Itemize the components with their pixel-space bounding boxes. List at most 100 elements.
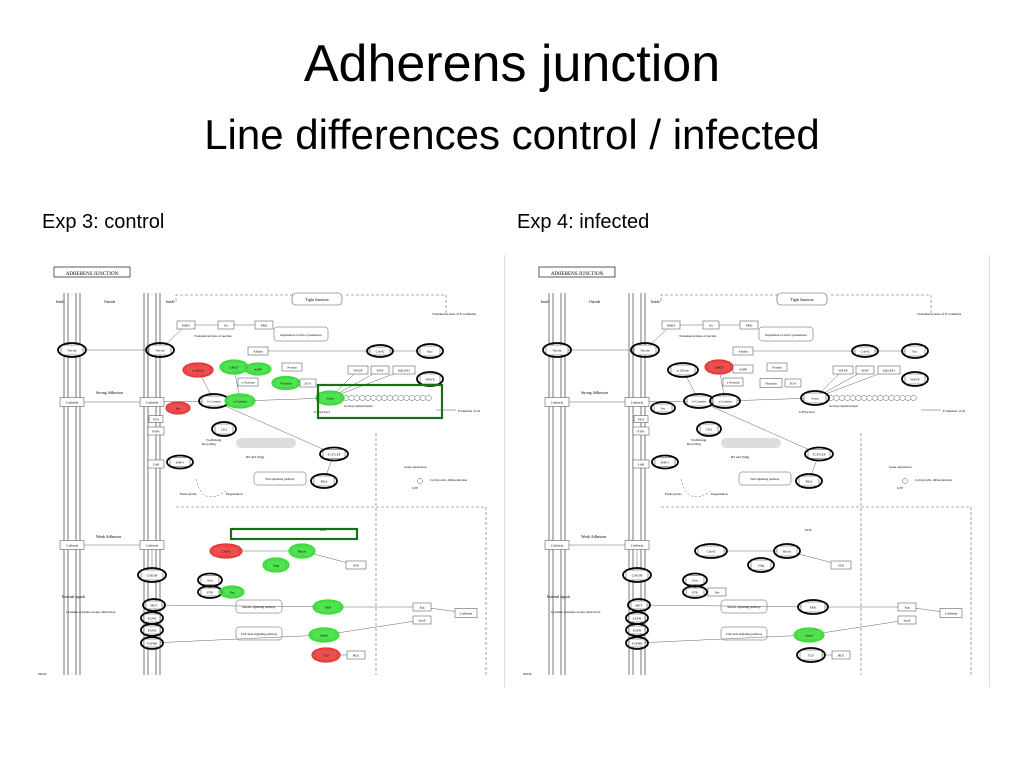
gene-node-rac[interactable]: Rac xyxy=(416,343,444,359)
gene-node-pka[interactable]: PKA xyxy=(310,473,338,489)
gene-node-waf[interactable]: WAF xyxy=(370,365,390,375)
gene-node-lmo7[interactable]: LMO7 xyxy=(219,359,249,375)
gene-node-shp1[interactable]: SHP-1 xyxy=(166,454,194,470)
gene-node-vinculin[interactable]: Vinculin xyxy=(759,378,783,388)
gene-node-lmo7[interactable]: LMO7 xyxy=(704,359,734,375)
gene-node-p120ctn[interactable]: p120ctn xyxy=(182,362,214,378)
gene-node-slug[interactable]: Slug xyxy=(262,557,290,573)
gene-node-zo1[interactable]: ZO-1 xyxy=(299,378,317,388)
gene-node-erk[interactable]: ERK xyxy=(312,599,344,615)
gene-node-cadherin5[interactable]: Cadherin xyxy=(454,608,478,618)
gene-node-cdc42[interactable]: Cdc42 xyxy=(366,344,394,358)
gene-node-cadherin3[interactable]: Cadherin xyxy=(59,540,85,550)
gene-node-pka[interactable]: PKA xyxy=(795,473,823,489)
gene-node-afadin[interactable]: Afadin xyxy=(732,346,754,356)
gene-node-nectin2[interactable]: Nectin xyxy=(630,342,660,358)
gene-node-rhoa[interactable]: RhoA xyxy=(773,543,801,559)
gene-node-actin[interactable]: Actin xyxy=(315,390,345,406)
gene-node-yes[interactable]: YES xyxy=(148,415,164,423)
gene-node-par3[interactable]: PAR3 xyxy=(661,320,681,330)
gene-node-fyn[interactable]: Fyn xyxy=(682,572,708,588)
gene-node-pro[interactable]: PRO xyxy=(254,320,274,330)
gene-node-src[interactable]: Src xyxy=(217,320,235,330)
gene-node-tgfbr[interactable]: TGFBR xyxy=(625,636,649,650)
gene-node-wasp[interactable]: WASP xyxy=(347,365,369,375)
gene-node-ptprs[interactable]: PTPs xyxy=(632,426,650,436)
gene-node-cadherin2[interactable]: Cadherin xyxy=(624,397,650,407)
gene-node-adip[interactable]: ADIP xyxy=(244,362,272,376)
gene-node-met[interactable]: MET xyxy=(142,598,166,612)
gene-node-wave[interactable]: WAVE xyxy=(901,371,929,387)
gene-node-fer[interactable]: Fer xyxy=(165,401,191,415)
gene-node-cadherin1[interactable]: Cadherin xyxy=(544,397,570,407)
gene-node-nle[interactable]: HLE xyxy=(346,650,366,660)
gene-node-actin[interactable]: Actin xyxy=(800,390,830,406)
gene-node-nectin1[interactable]: Nectin xyxy=(57,342,87,358)
gene-node-a-actinin[interactable]: a-Actinin xyxy=(237,377,259,387)
gene-node-snail[interactable]: Snail xyxy=(412,615,432,625)
gene-node-tcf2[interactable]: TCF xyxy=(311,647,341,663)
gene-node-met[interactable]: MET xyxy=(627,598,651,612)
gene-node-ck2[interactable]: CK2 xyxy=(211,421,237,437)
gene-node-ptprs[interactable]: PTPs xyxy=(147,426,165,436)
gene-node-wave[interactable]: WAVE xyxy=(416,371,444,387)
gene-node-gsk[interactable]: GSK3B xyxy=(137,567,167,583)
gene-node-a-actinin[interactable]: a-Actinin xyxy=(722,377,744,387)
gene-node-erg[interactable]: Erg xyxy=(412,602,432,612)
gene-node-tcf[interactable]: TCF/LEF xyxy=(319,446,349,462)
gene-node-ponsin[interactable]: Ponsin xyxy=(281,362,303,372)
gene-node-smad[interactable]: Smad xyxy=(793,627,825,643)
gene-node-nectin1[interactable]: Nectin xyxy=(542,342,572,358)
gene-node-egfr[interactable]: EGFR xyxy=(140,611,164,625)
gene-node-gsk[interactable]: GSK3B xyxy=(622,567,652,583)
gene-node-rac[interactable]: Rac xyxy=(901,343,929,359)
gene-node-nle[interactable]: HLE xyxy=(831,650,851,660)
gene-node-ccgl[interactable]: Cdc42 xyxy=(209,543,243,559)
gene-node-slug[interactable]: Slug xyxy=(747,557,775,573)
gene-node-shp1[interactable]: SHP-1 xyxy=(651,454,679,470)
gene-node-afadin[interactable]: Afadin xyxy=(247,346,269,356)
gene-node-a-catenin[interactable]: a-Catenin xyxy=(709,393,741,409)
gene-node-cadherin3[interactable]: Cadherin xyxy=(544,540,570,550)
gene-node-ck2[interactable]: CK2 xyxy=(696,421,722,437)
gene-node-wasp[interactable]: WASP xyxy=(832,365,854,375)
gene-node-adip[interactable]: ADIP xyxy=(732,364,754,374)
gene-node-ssx[interactable]: SSX xyxy=(345,560,367,570)
gene-node-fgfr[interactable]: FGFR xyxy=(625,623,649,637)
gene-node-src[interactable]: Src xyxy=(702,320,720,330)
gene-node-fyn[interactable]: Fyn xyxy=(197,572,223,588)
gene-node-egfr[interactable]: EGFR xyxy=(625,611,649,625)
gene-node-erk[interactable]: ERK xyxy=(797,599,829,615)
gene-node-ponsin[interactable]: Ponsin xyxy=(766,362,788,372)
gene-node-cadherin1[interactable]: Cadherin xyxy=(59,397,85,407)
gene-node-cadherin4[interactable]: Cadherin xyxy=(624,540,650,550)
gene-node-yes2[interactable]: Yes xyxy=(707,587,727,597)
gene-node-iqgap1[interactable]: IQGAP1 xyxy=(877,365,901,375)
gene-node-nectin2[interactable]: Nectin xyxy=(145,342,175,358)
gene-node-cdc42[interactable]: Cdc42 xyxy=(851,344,879,358)
gene-node-ccgl[interactable]: Cdc42 xyxy=(694,543,728,559)
gene-node-ptp[interactable]: PTP xyxy=(197,585,223,599)
gene-node-erg[interactable]: Erg xyxy=(897,602,917,612)
gene-node-par3[interactable]: PAR3 xyxy=(176,320,196,330)
gene-node-cadherin2[interactable]: Cadherin xyxy=(139,397,165,407)
gene-node-tgfbr[interactable]: TGFBR xyxy=(140,636,164,650)
gene-node-cadherin5[interactable]: Cadherin xyxy=(939,608,963,618)
gene-node-tcf2[interactable]: TCF xyxy=(796,647,826,663)
gene-node-a-catenin[interactable]: a-Catenin xyxy=(224,393,256,409)
gene-node-rhoa[interactable]: RhoA xyxy=(288,543,316,559)
gene-node-yes[interactable]: YES xyxy=(633,415,649,423)
gene-node-p120ctn[interactable]: p120ctn xyxy=(667,362,699,378)
gene-node-yes2[interactable]: Yes xyxy=(219,585,245,599)
gene-node-smad[interactable]: Smad xyxy=(308,627,340,643)
gene-node-lar[interactable]: LAR xyxy=(632,459,650,469)
gene-node-cadherin4[interactable]: Cadherin xyxy=(139,540,165,550)
gene-node-ssx[interactable]: SSX xyxy=(830,560,852,570)
gene-node-waf[interactable]: WAF xyxy=(855,365,875,375)
gene-node-ptp[interactable]: PTP xyxy=(682,585,708,599)
gene-node-lar[interactable]: LAR xyxy=(147,459,165,469)
gene-node-fer[interactable]: Fer xyxy=(650,401,676,415)
gene-node-pro[interactable]: PRO xyxy=(739,320,759,330)
gene-node-zo1[interactable]: ZO-1 xyxy=(784,378,802,388)
gene-node-vinculin[interactable]: Vinculin xyxy=(271,375,301,391)
